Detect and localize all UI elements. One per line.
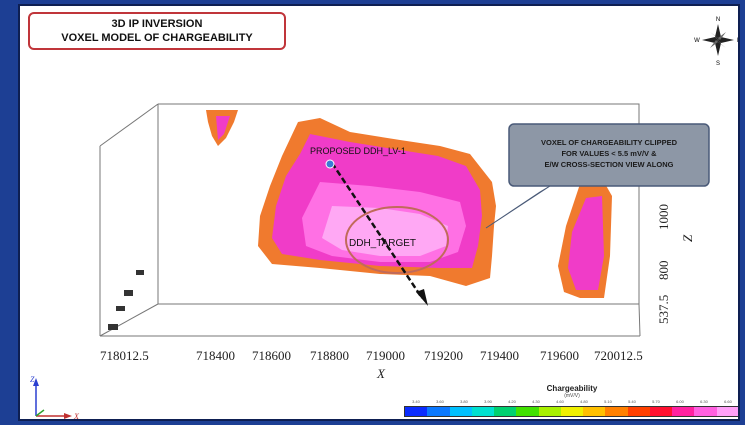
legend-tick: 6.60 bbox=[724, 399, 732, 404]
proposed-hole-label: PROPOSED DDH_LV-1 bbox=[310, 146, 406, 156]
legend-swatch bbox=[605, 407, 628, 416]
drill-hole-arrowhead bbox=[416, 289, 428, 306]
compass-w: W bbox=[694, 38, 700, 44]
legend-tick: 5.40 bbox=[628, 399, 636, 404]
z-tick-537: 537.5 bbox=[656, 295, 671, 324]
legend-swatch bbox=[560, 407, 584, 416]
legend-tick: 4.80 bbox=[580, 399, 588, 404]
voxel-cluster-top-left bbox=[206, 110, 238, 146]
legend-tick: 5.70 bbox=[652, 399, 660, 404]
legend-tick: 3.80 bbox=[460, 399, 468, 404]
compass-n: N bbox=[716, 17, 720, 23]
drill-hole-trace[interactable] bbox=[330, 162, 424, 299]
x-tick: 719400 bbox=[480, 348, 519, 363]
legend-tick: 3.90 bbox=[484, 399, 492, 404]
legend-swatch bbox=[716, 407, 738, 416]
x-tick: 718600 bbox=[252, 348, 291, 363]
legend-swatch bbox=[427, 407, 450, 416]
voxel-fragment bbox=[124, 290, 133, 296]
voxel-main-body bbox=[258, 118, 496, 286]
viewer-panel: 3D IP INVERSION VOXEL MODEL OF CHARGEABI… bbox=[18, 4, 740, 421]
x-tick: 719200 bbox=[424, 348, 463, 363]
box-back-edges bbox=[158, 103, 640, 304]
legend-swatch bbox=[449, 407, 472, 416]
voxel-slab-right bbox=[558, 182, 612, 298]
legend-units: (mV/V) bbox=[564, 393, 580, 399]
bounding-box bbox=[99, 103, 641, 337]
legend-title: Chargeability bbox=[546, 384, 598, 393]
legend-swatch bbox=[694, 407, 717, 416]
legend-tick: 4.60 bbox=[556, 399, 564, 404]
voxel-fragment bbox=[116, 306, 125, 311]
z-tick-1000: 1000 bbox=[656, 204, 671, 230]
legend-tick: 4.30 bbox=[532, 399, 540, 404]
legend-color-bar bbox=[404, 406, 738, 417]
legend-swatch bbox=[627, 407, 650, 416]
triad-z-label: Z bbox=[30, 375, 35, 384]
callout-line-3: E/W CROSS-SECTION VIEW ALONG bbox=[545, 160, 674, 169]
legend-swatch bbox=[583, 407, 606, 416]
x-tick: 718400 bbox=[196, 348, 235, 363]
z-tick-800: 800 bbox=[656, 261, 671, 281]
legend-swatch bbox=[471, 407, 495, 416]
callout-line-1: VOXEL OF CHARGEABILITY CLIPPED bbox=[541, 138, 678, 147]
legend-ticks: 3.40 3.60 3.80 3.90 4.20 4.30 4.60 4.80 5.10 5.40… bbox=[404, 399, 738, 406]
legend-tick: 6.30 bbox=[700, 399, 708, 404]
box-bottom-left-edge bbox=[99, 303, 159, 337]
voxel-fragment bbox=[108, 324, 118, 330]
box-top-left-edge bbox=[99, 103, 159, 147]
legend-swatch bbox=[649, 407, 673, 416]
title-box: 3D IP INVERSION VOXEL MODEL OF CHARGEABI… bbox=[28, 12, 286, 50]
target-label: DDH_TARGET bbox=[349, 238, 416, 249]
callout: VOXEL OF CHARGEABILITY CLIPPED FOR VALUE… bbox=[485, 123, 710, 229]
title-line-2: VOXEL MODEL OF CHARGEABILITY bbox=[61, 32, 253, 44]
legend-swatch bbox=[516, 407, 539, 416]
legend-swatch bbox=[494, 407, 517, 416]
legend-swatch bbox=[538, 407, 561, 416]
x-tick: 719000 bbox=[366, 348, 405, 363]
x-axis-title: X bbox=[376, 366, 386, 381]
chargeability-legend: Chargeability (mV/V) 3.40 3.60 3.80 3.90 4.2… bbox=[404, 384, 738, 419]
box-bottom-right-edge bbox=[638, 303, 641, 337]
compass-rose-icon: N S E W bbox=[694, 17, 740, 67]
target-ellipse[interactable] bbox=[345, 206, 449, 274]
z-axis: 1000 800 537.5 Z bbox=[656, 204, 695, 324]
x-axis: 718012.5 718400 718600 718800 719000 719… bbox=[100, 348, 643, 381]
callout-line-2: FOR VALUES < 5.5 mV/V & bbox=[561, 149, 657, 158]
compass-e: E bbox=[737, 38, 740, 44]
legend-tick: 3.40 bbox=[412, 399, 420, 404]
legend-tick: 6.00 bbox=[676, 399, 684, 404]
title-line-1: 3D IP INVERSION bbox=[111, 18, 203, 30]
axis-triad-icon: Z X bbox=[30, 375, 80, 421]
x-tick: 718012.5 bbox=[100, 348, 149, 363]
triad-x-label: X bbox=[73, 412, 80, 421]
legend-tick: 4.20 bbox=[508, 399, 516, 404]
voxel-fragment bbox=[136, 270, 144, 275]
legend-swatch bbox=[672, 407, 695, 416]
drill-collar-marker[interactable] bbox=[325, 159, 335, 169]
legend-tick: 3.60 bbox=[436, 399, 444, 404]
legend-tick: 5.10 bbox=[604, 399, 612, 404]
callout-box bbox=[508, 123, 710, 187]
voxel-fragments-left bbox=[108, 270, 144, 330]
x-tick: 720012.5 bbox=[594, 348, 643, 363]
x-tick: 719600 bbox=[540, 348, 579, 363]
legend-swatch bbox=[405, 407, 428, 416]
x-tick: 718800 bbox=[310, 348, 349, 363]
z-axis-title: Z bbox=[680, 234, 695, 242]
compass-s: S bbox=[716, 61, 720, 67]
voxel-scene[interactable]: PROPOSED DDH_LV-1 DDH_TARGET VOXEL OF CH… bbox=[20, 6, 740, 421]
